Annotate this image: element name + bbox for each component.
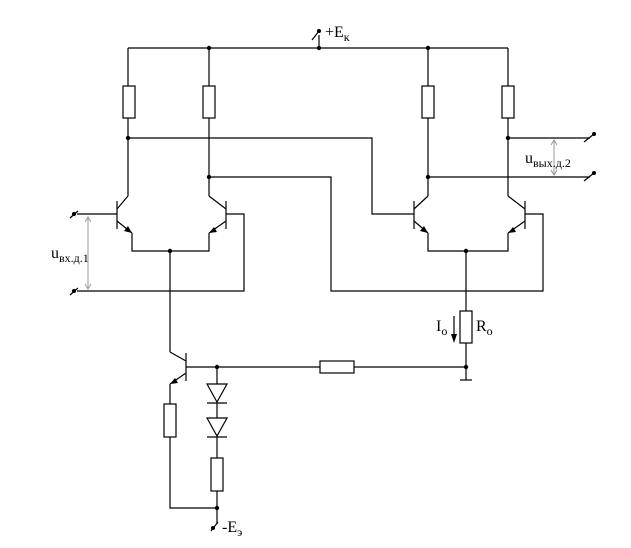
diode-d2-icon xyxy=(205,417,229,438)
transistor-q2-icon xyxy=(208,195,227,234)
transistor-q4-icon xyxy=(507,195,526,234)
supply-pos-label: +Eк xyxy=(325,24,350,44)
stage2-emitter-node xyxy=(427,233,509,381)
output-voltage-arrow-icon xyxy=(550,139,558,176)
output-wiring xyxy=(425,132,596,182)
diode-d1-icon xyxy=(205,383,229,404)
diode-resistor-icon xyxy=(210,457,224,492)
terminal-out1-icon xyxy=(583,132,596,143)
supply-rail-top xyxy=(128,29,508,51)
current-label: Io xyxy=(436,318,447,338)
resistor-ro-icon xyxy=(459,310,473,344)
current-arrow-icon xyxy=(451,316,457,343)
input-voltage-arrow-icon xyxy=(84,216,92,290)
transistor-q3-icon xyxy=(413,195,429,234)
supply-neg-label: -Eэ xyxy=(222,519,242,539)
terminal-pos-icon xyxy=(311,29,321,41)
input-voltage-label: uвх.д.1 xyxy=(51,245,89,265)
terminal-neg-icon xyxy=(210,521,219,532)
transistor-q1-icon xyxy=(116,195,133,234)
collector-resistors xyxy=(122,48,515,196)
bias-resistor-icon xyxy=(319,360,355,374)
output-voltage-label: uвых.д.2 xyxy=(525,150,571,170)
stage1-emitter-node xyxy=(131,233,210,352)
terminal-in2-icon xyxy=(69,287,79,296)
transistor-q5-icon xyxy=(169,351,187,385)
emitter-resistor-icon xyxy=(163,403,177,438)
input-wiring xyxy=(69,210,245,296)
bias-wiring xyxy=(163,360,466,532)
terminal-in1-icon xyxy=(69,210,79,219)
interstage-wiring xyxy=(125,135,544,292)
terminal-out2-icon xyxy=(583,171,596,182)
resistor-label: Ro xyxy=(476,318,493,338)
